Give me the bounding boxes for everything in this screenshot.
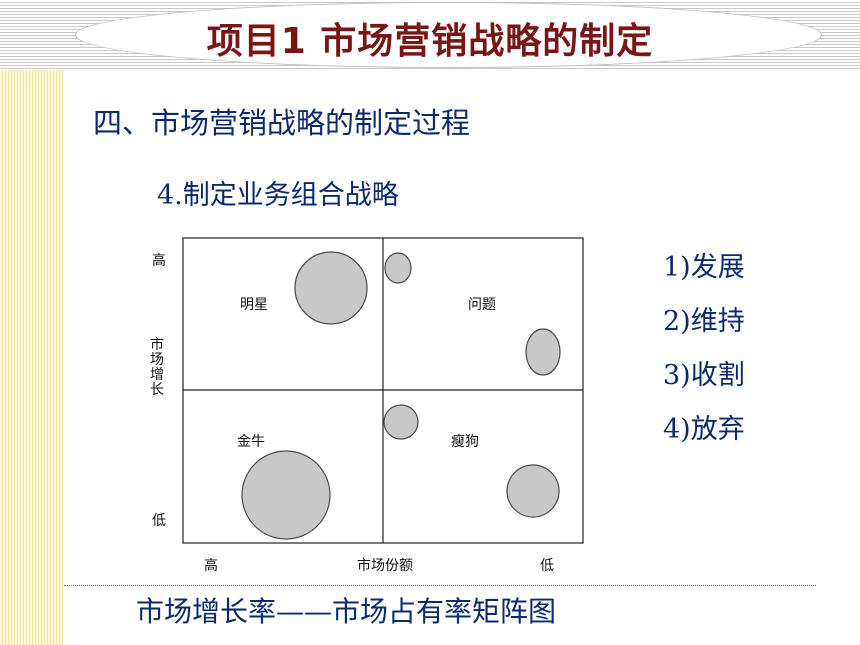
quadrant-label-question: 问题 [468, 297, 496, 313]
question-bubble [525, 328, 561, 376]
x-low-label: 低 [540, 558, 554, 574]
star-bubble [294, 251, 368, 325]
dog-bubble [506, 464, 560, 518]
subsection-heading: 4.制定业务组合战略 [157, 180, 399, 211]
y-axis-label: 市场增长 [150, 337, 164, 398]
y-high-label: 高 [152, 252, 166, 269]
cash-cow-bubble [241, 450, 331, 540]
quadrant-label-star: 明星 [240, 297, 268, 313]
title-oval [75, 2, 822, 68]
section-heading: 四、市场营销战略的制定过程 [93, 106, 471, 140]
dog-bubble-small [383, 404, 419, 440]
x-axis-label: 市场份额 [357, 557, 413, 574]
quadrant-label-cash-cow: 金牛 [237, 434, 265, 450]
footer-divider [64, 585, 816, 586]
question-bubble-small [384, 252, 412, 284]
strategy-maintain: 2)维持 [663, 306, 745, 337]
strategy-divest: 4)放弃 [663, 414, 745, 445]
quadrant-label-dog: 瘦狗 [451, 433, 479, 450]
strategy-harvest: 3)收割 [663, 360, 745, 391]
left-decorative-strip [0, 70, 64, 645]
diagram-caption: 市场增长率——市场占有率矩阵图 [136, 595, 557, 628]
x-high-label: 高 [204, 557, 218, 574]
y-low-label: 低 [152, 513, 166, 529]
slide-title: 项目1 市场营销战略的制定 [206, 21, 654, 62]
strategy-develop: 1)发展 [663, 252, 745, 283]
